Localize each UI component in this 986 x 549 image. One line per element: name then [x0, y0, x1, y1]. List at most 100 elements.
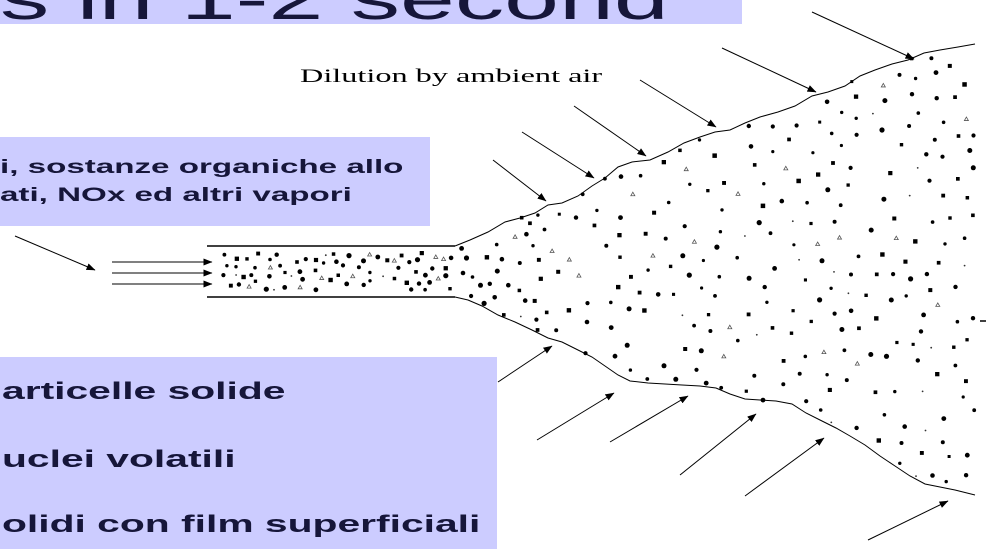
particle-dot	[843, 348, 847, 352]
particle-dot	[804, 355, 808, 359]
particle-dot	[762, 182, 765, 185]
particle-dot	[728, 325, 732, 329]
particle-dot	[805, 201, 809, 205]
particle-dot	[531, 244, 534, 247]
particle-dot	[604, 244, 608, 248]
particle-dot	[423, 273, 428, 278]
particle-dot	[929, 56, 933, 60]
particle-dot	[809, 222, 812, 225]
particle-dot	[971, 165, 976, 170]
particle-dot	[585, 320, 590, 325]
particle-dot	[682, 314, 684, 316]
particle-dot	[965, 453, 970, 458]
particle-dot	[423, 288, 427, 292]
particle-dot	[804, 399, 808, 403]
particle-dot	[267, 274, 272, 279]
particle-dot	[609, 325, 614, 330]
particle-dot	[574, 215, 578, 219]
particle-dot	[656, 292, 661, 297]
particle-dot	[948, 455, 951, 458]
particle-dot	[883, 413, 887, 417]
particle-dot	[828, 388, 832, 392]
particle-dot	[368, 253, 372, 257]
particle-dot	[669, 265, 672, 268]
particle-dot	[972, 408, 976, 412]
particle-dot	[351, 274, 355, 278]
particle-dot	[500, 257, 505, 262]
particle-dot	[907, 124, 911, 128]
particle-dot	[874, 316, 878, 320]
particle-dot	[884, 354, 889, 359]
ambient-air-arrow	[537, 393, 614, 440]
particle-dot	[935, 96, 939, 100]
particle-dot	[810, 320, 813, 323]
particle-dot	[536, 213, 539, 216]
particle-dot	[629, 368, 632, 371]
ambient-air-arrow	[493, 160, 546, 201]
particle-dot	[291, 275, 293, 277]
particle-dot	[922, 391, 924, 393]
particle-dot	[840, 111, 843, 114]
composition-line: ati, NOx ed altri vapori	[0, 186, 352, 206]
particle-dot	[825, 187, 830, 192]
particle-dot	[368, 279, 371, 282]
particle-dot	[245, 257, 248, 260]
particle-dot	[469, 294, 473, 298]
particle-type-item: olidi con film superficiali	[2, 513, 480, 537]
particle-dot	[761, 204, 766, 209]
particle-dot	[672, 293, 675, 296]
particle-dot	[966, 196, 970, 200]
particle-dot	[642, 308, 646, 312]
composition-line: i, sostanze organiche allo	[0, 158, 403, 178]
particle-dot	[881, 83, 885, 87]
particle-dot	[825, 100, 830, 105]
particle-dot	[849, 309, 854, 314]
particle-dot	[436, 277, 440, 281]
particle-dot	[931, 220, 935, 224]
particle-dot	[718, 275, 722, 279]
particle-dot	[818, 121, 821, 124]
particle-dot	[747, 124, 751, 128]
particle-dot	[948, 64, 952, 68]
particle-dot	[900, 143, 903, 146]
particle-dot	[225, 264, 228, 267]
ambient-air-arrow	[868, 501, 948, 540]
particle-dot	[554, 328, 558, 332]
particle-dot	[967, 148, 972, 153]
particle-dot	[753, 163, 757, 167]
particle-dot	[241, 275, 245, 279]
ambient-air-arrow	[522, 132, 594, 178]
particle-dot	[662, 160, 666, 164]
particle-dot	[937, 261, 941, 265]
particle-dot	[464, 255, 469, 260]
particle-dot	[320, 276, 324, 280]
particle-dot	[420, 251, 424, 255]
particle-dot	[237, 282, 241, 286]
particle-dot	[409, 287, 413, 291]
particle-dot	[910, 92, 914, 96]
particle-dot	[699, 348, 704, 353]
particle-dot	[545, 311, 549, 315]
particle-dot	[855, 362, 859, 366]
particle-dot	[361, 258, 366, 263]
particle-dot	[268, 258, 272, 262]
particle-dot	[528, 221, 532, 225]
particle-dot	[328, 278, 332, 282]
particle-dot	[879, 127, 884, 132]
particle-dot	[652, 211, 656, 215]
particle-dot	[830, 422, 832, 424]
particle-dot	[902, 424, 907, 429]
particle-dot	[235, 274, 237, 276]
particle-dot	[964, 117, 968, 121]
particle-dot	[478, 283, 483, 288]
particle-dot	[849, 166, 853, 170]
particle-dot	[702, 259, 705, 262]
particle-type-item: uclei volatili	[2, 448, 236, 472]
particle-dot	[567, 308, 571, 312]
particle-dot	[536, 328, 540, 332]
particle-dot	[506, 283, 511, 288]
particle-dot	[905, 294, 908, 297]
particle-dot	[609, 301, 613, 305]
particle-dot	[782, 359, 786, 363]
particle-dot	[459, 246, 464, 251]
